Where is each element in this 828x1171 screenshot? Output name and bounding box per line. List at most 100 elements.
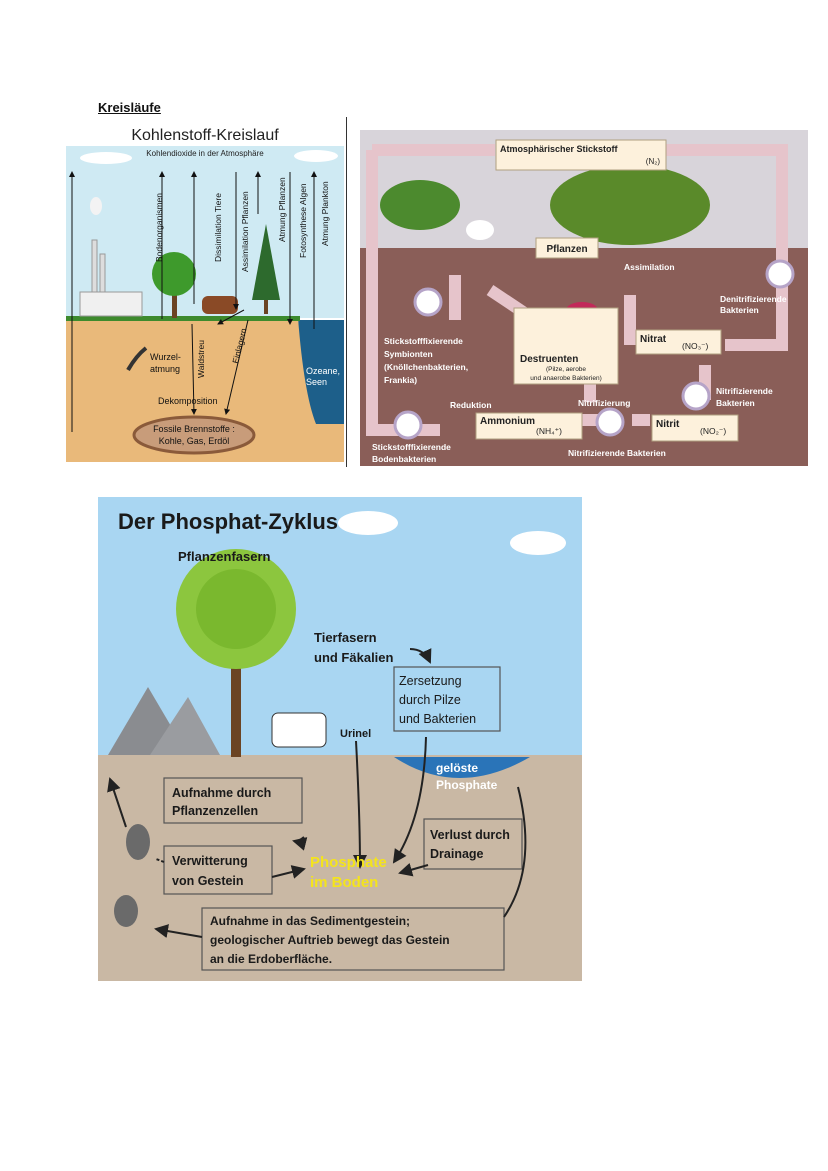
nitrat-label: Nitrat — [640, 334, 667, 345]
denitri-label-2: Bakterien — [720, 305, 759, 315]
box-verlust — [423, 818, 523, 870]
ocean-area — [298, 320, 344, 424]
aufnahme-pflanzen-label-1: Aufnahme durch — [172, 786, 271, 800]
box-zersetzung — [393, 666, 501, 732]
atmosphere-label: Kohlendioxide in der Atmosphäre — [146, 149, 264, 158]
zersetzung-label-2: durch Pilze — [399, 693, 461, 707]
ammonium-label: Ammonium — [480, 416, 535, 427]
pflanzenfasern-label: Pflanzenfasern — [178, 549, 271, 564]
aufnahme-pflanzen-label-2: Pflanzenzellen — [172, 804, 258, 818]
bacteria-icon — [393, 410, 423, 440]
page-heading: Kreisläufe — [98, 100, 161, 115]
box-pflanzen — [535, 237, 599, 259]
nitrifizierung-label: Nitrifizierung — [578, 398, 630, 408]
destruenten-sub-1: (Pilze, aerobe — [546, 366, 586, 373]
geloeste-label-2: Phosphate — [436, 778, 498, 792]
carbon-cycle-diagram: Kohlenstoff-Kreislauf Kohlendioxide in d… — [66, 124, 344, 464]
nitrogen-cycle-diagram: Atmosphärischer Stickstoff (N₂) Pflanzen… — [360, 130, 808, 466]
wurzel-label-1: Wurzel- — [150, 352, 181, 362]
rock-icon — [114, 895, 138, 927]
waldstreu-label: Waldstreu — [196, 340, 206, 378]
bean-plant — [380, 180, 460, 230]
sediment-label-3: an die Erdoberfläche. — [210, 952, 332, 966]
phosphate-boden-label-2: im Boden — [310, 874, 378, 891]
verwitterung-label-1: Verwitterung — [172, 854, 248, 868]
box-ammonium — [475, 412, 583, 440]
boden-label-1: Stickstofffixierende — [372, 442, 451, 452]
ammonium-formula: (NH₄⁺) — [536, 426, 562, 436]
nitrit-formula: (NO₂⁻) — [700, 426, 726, 436]
pflanzen-label: Pflanzen — [546, 244, 587, 255]
box-sediment — [201, 907, 505, 971]
phosphate-boden-label-1: Phosphate — [310, 854, 387, 871]
nitrifizierende-bottom-label: Nitrifizierende Bakterien — [568, 448, 666, 458]
fossil-label-1: Fossile Brennstoffe : — [153, 424, 235, 434]
denitri-label-1: Denitrifizierende — [720, 294, 787, 304]
vlabel-atmung-pflanzen: Atmung Pflanzen — [277, 177, 287, 242]
symbionten-label-4: Frankia) — [384, 375, 417, 385]
cow-icon — [202, 296, 238, 314]
box-destruenten — [513, 307, 619, 385]
urinel-label: Urinel — [340, 728, 371, 740]
verlust-label-1: Verlust durch — [430, 828, 510, 842]
vlabel-bodenorganismen: Bodenorganismen — [154, 193, 164, 262]
fossil-label-2: Kohle, Gas, Erdöl — [159, 436, 230, 446]
cow-icon — [271, 712, 327, 748]
fossil-fuels-deposit — [132, 415, 256, 455]
verlust-label-2: Drainage — [430, 847, 484, 861]
zersetzung-label-3: und Bakterien — [399, 712, 476, 726]
bacteria-icon — [681, 381, 711, 411]
reduktion-label: Reduktion — [450, 400, 492, 410]
symbionten-label-1: Stickstofffixierende — [384, 336, 463, 346]
vlabel-fotosynthese-algen: Fotosynthese Algen — [298, 183, 308, 258]
vlabel-assimilation-pflanzen: Assimilation Pflanzen — [240, 191, 250, 272]
boden-label-2: Bodenbakterien — [372, 454, 436, 464]
phosphate-title: Der Phosphat-Zyklus — [118, 509, 338, 534]
bacteria-icon — [595, 407, 625, 437]
ocean-label-2: Seen — [306, 377, 327, 387]
symbionten-label-2: Symbionten — [384, 349, 433, 359]
phosphate-cycle-diagram: Der Phosphat-Zyklus Pflanzenfasern Tierf… — [98, 497, 582, 981]
destruenten-label: Destruenten — [520, 354, 578, 365]
sky-area — [98, 497, 582, 757]
rabbit-icon — [466, 220, 494, 240]
vlabel-atmung-plankton: Atmung Plankton — [320, 181, 330, 246]
box-nitrit — [651, 414, 739, 442]
bacteria-icon — [765, 259, 795, 289]
box-nitrat — [635, 329, 722, 355]
box-aufnahme-pflanzen — [163, 777, 303, 824]
ocean-label-1: Ozeane, — [306, 366, 340, 376]
carbon-title: Kohlenstoff-Kreislauf — [131, 127, 279, 144]
verwitterung-label-2: von Gestein — [172, 874, 244, 888]
divider-line — [346, 117, 347, 467]
tierfasern-label-2: und Fäkalien — [314, 650, 394, 665]
sky-area — [66, 146, 344, 318]
destruenten-sub-2: und anaerobe Bakterien) — [530, 375, 602, 382]
nitrifizierende-right-2: Bakterien — [716, 398, 755, 408]
grass-plant — [550, 165, 710, 245]
pond-area — [394, 757, 530, 778]
geloeste-label-1: gelöste — [436, 761, 478, 775]
nitrifizierende-right-1: Nitrifizierende — [716, 386, 773, 396]
fir-tree — [252, 224, 280, 300]
bacteria-icon — [413, 287, 443, 317]
symbionten-label-3: (Knöllchenbakterien, — [384, 362, 468, 372]
nitrat-formula: (NO₃⁻) — [682, 341, 709, 351]
zersetzung-label-1: Zersetzung — [399, 674, 462, 688]
vlabel-dissimilation-tiere: Dissimilation Tiere — [213, 193, 223, 262]
tierfasern-label-1: Tierfasern — [314, 630, 377, 645]
atmospheric-nitrogen-formula: (N₂) — [646, 157, 661, 166]
soil-area — [98, 755, 582, 981]
box-verwitterung — [163, 845, 273, 895]
assimilation-label: Assimilation — [624, 262, 675, 272]
atmospheric-nitrogen-label: Atmosphärischer Stickstoff — [500, 144, 619, 154]
deciduous-tree — [152, 252, 196, 296]
sediment-label-2: geologischer Auftrieb bewegt das Gestein — [210, 933, 450, 947]
ground-area — [66, 318, 344, 462]
nitrit-label: Nitrit — [656, 419, 680, 430]
sediment-label-1: Aufnahme in das Sedimentgestein; — [210, 914, 410, 928]
rock-icon — [126, 824, 150, 860]
wurzel-label-2: atmung — [150, 364, 180, 374]
box-atmospheric-nitrogen — [495, 139, 667, 171]
dekomposition-label: Dekomposition — [158, 396, 218, 406]
